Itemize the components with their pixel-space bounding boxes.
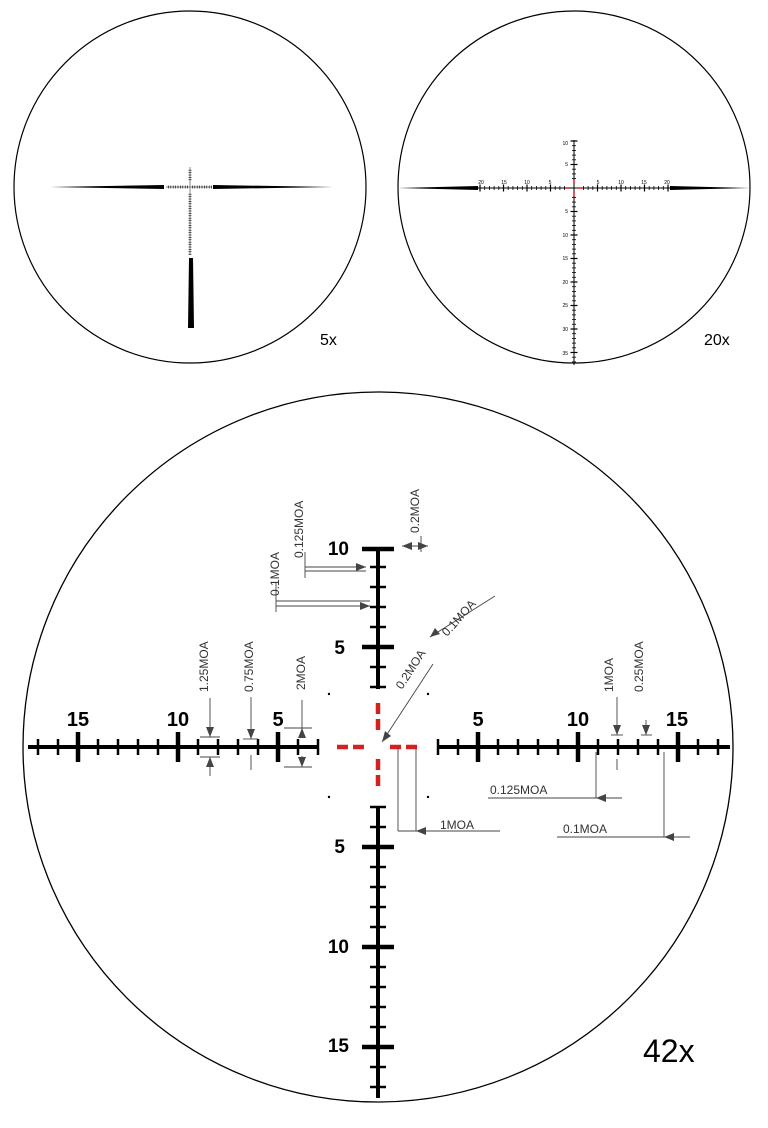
v-label: 5 [334,837,345,858]
v-label: 10 [328,539,349,560]
h-label: 10 [618,180,624,186]
annotation-0125moa-bottom: 0.125MOA [490,783,547,797]
annotation-01moa-diag: 0.1MOA [439,597,479,639]
annotation-01moa-top: 0.1MOA [268,552,282,596]
annotation-1moa-bottom: 1MOA [602,658,616,692]
annotation-2moa: 2MOA [294,656,308,690]
v-label: 5 [565,162,568,168]
view-42x: 15 10 5 5 10 15 10 5 5 10 15 [22,391,734,1103]
v-label: 35 [562,351,568,357]
v-label: 10 [328,937,349,958]
v-label: 10 [562,233,568,239]
v-labels-20x: 10 5 5 10 15 20 25 30 35 [562,141,568,357]
fine-ticks-5x [168,169,212,255]
annotation-0125moa-top: 0.125MOA [292,501,306,558]
magnification-label: 20x [704,332,730,349]
center-mark-42x [337,703,420,789]
h-label: 20 [664,180,670,186]
magnification-label: 42x [643,1033,695,1069]
magnification-label: 5x [320,332,337,349]
h-labels-20x: 20 15 10 5 5 10 15 20 [478,180,670,186]
v-label: 15 [328,1036,350,1057]
v-label: 20 [562,280,568,286]
dots [327,692,430,799]
h-labels-42x: 15 10 5 5 10 15 [67,709,688,731]
h-label: 10 [524,180,530,186]
center-mark-20x [565,179,583,197]
dimension-lines [200,536,690,838]
v-label: 30 [562,327,568,333]
annotation-01moa-bottom: 0.1MOA [563,822,607,836]
h-label: 5 [549,180,552,186]
arrow-heads [206,542,674,841]
view-20x: 20 15 10 5 5 10 15 20 10 5 5 10 15 20 25… [397,10,751,365]
scope-circle-5x [13,10,367,364]
h-label: 5 [597,180,600,186]
v-label: 5 [565,209,568,215]
ticks-42x [36,546,720,1089]
v-label: 5 [334,638,345,659]
right-thick-post-20x [670,186,750,190]
left-thick-post [50,185,164,189]
annotation-texts: 1.25MOA 0.75MOA 2MOA 0.1MOA 0.125MOA 0.2… [197,489,646,836]
scope-circle-42x [22,391,734,1103]
h-label: 5 [272,709,283,731]
annotation-02moa-diag: 0.2MOA [393,647,429,692]
h-label: 10 [567,709,589,731]
annotation-1moa-right: 1MOA [440,818,474,832]
annotation-025moa: 0.25MOA [632,641,646,692]
h-label: 15 [666,709,688,731]
h-label: 15 [641,180,647,186]
h-label: 20 [478,180,484,186]
h-label: 5 [472,709,483,731]
h-label: 15 [501,180,507,186]
v-label: 15 [562,256,568,262]
v-label: 25 [562,303,568,309]
right-thick-post [213,185,333,189]
v-label: 10 [562,141,568,147]
annotation-075moa: 0.75MOA [242,641,256,692]
left-thick-post-20x [398,186,478,190]
view-5x: 5x [13,10,367,364]
annotation-02moa-top: 0.2MOA [408,489,422,533]
bottom-thick-post [188,258,194,328]
annotation-125moa: 1.25MOA [197,641,211,692]
v-labels-42x: 10 5 5 10 15 [328,539,350,1057]
h-label: 15 [67,709,89,731]
ticks-20x [479,140,669,363]
h-label: 10 [167,709,189,731]
